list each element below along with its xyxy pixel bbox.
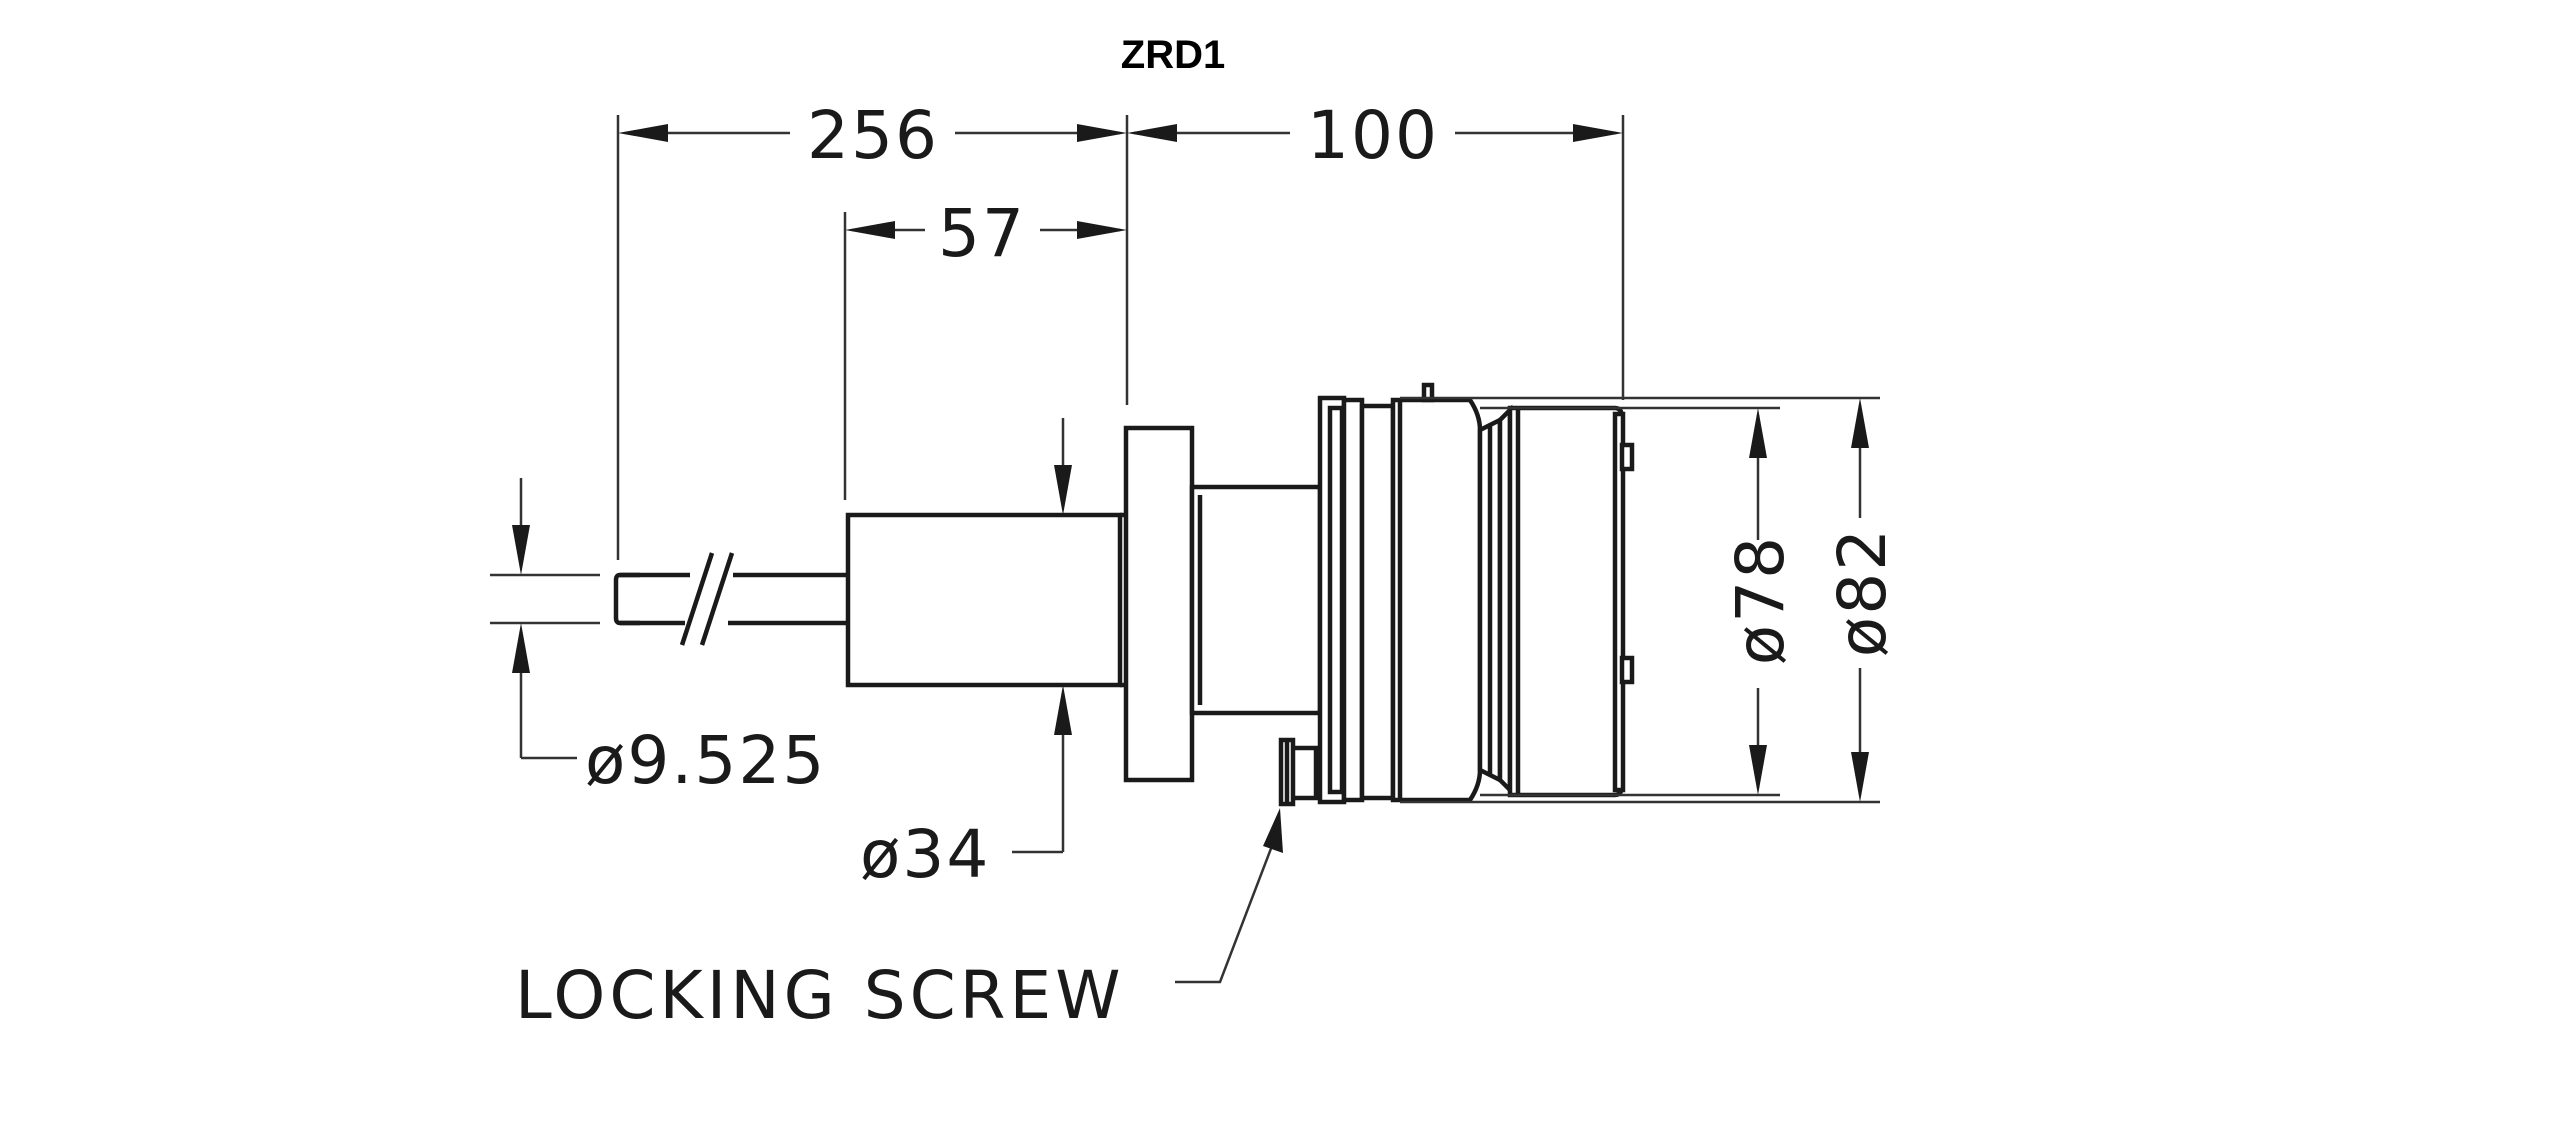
mounting-flange bbox=[1123, 425, 1195, 783]
shaft bbox=[613, 552, 848, 646]
head-assembly bbox=[1359, 382, 1635, 803]
dimension-diameter-34: ø34 bbox=[860, 418, 1072, 893]
locking-screw-label: LOCKING SCREW bbox=[515, 957, 1125, 1034]
dimension-diameter-78: ø78 bbox=[1480, 406, 1799, 797]
dimension-57-label: 57 bbox=[938, 195, 1026, 272]
locking-screw bbox=[1278, 737, 1319, 807]
sensor-body bbox=[845, 512, 1123, 688]
dimension-57: 57 bbox=[843, 195, 1127, 500]
drawing-title: ZRD1 bbox=[1121, 33, 1225, 77]
dimension-100-label: 100 bbox=[1307, 97, 1439, 174]
neck bbox=[1189, 484, 1323, 716]
dimension-diameter-9525-label: ø9.525 bbox=[585, 722, 826, 799]
dimension-256-label: 256 bbox=[807, 97, 939, 174]
dimension-diameter-9525: ø9.525 bbox=[490, 478, 826, 799]
dimension-diameter-82: ø82 bbox=[1400, 396, 1901, 804]
dimension-diameter-78-label: ø78 bbox=[1722, 535, 1799, 665]
locking-screw-callout: LOCKING SCREW bbox=[515, 808, 1283, 1034]
dimension-diameter-82-label: ø82 bbox=[1824, 527, 1901, 657]
dimension-256: 256 bbox=[616, 97, 1129, 560]
dimension-diameter-34-label: ø34 bbox=[860, 816, 990, 893]
dimension-100: 100 bbox=[1127, 97, 1625, 400]
